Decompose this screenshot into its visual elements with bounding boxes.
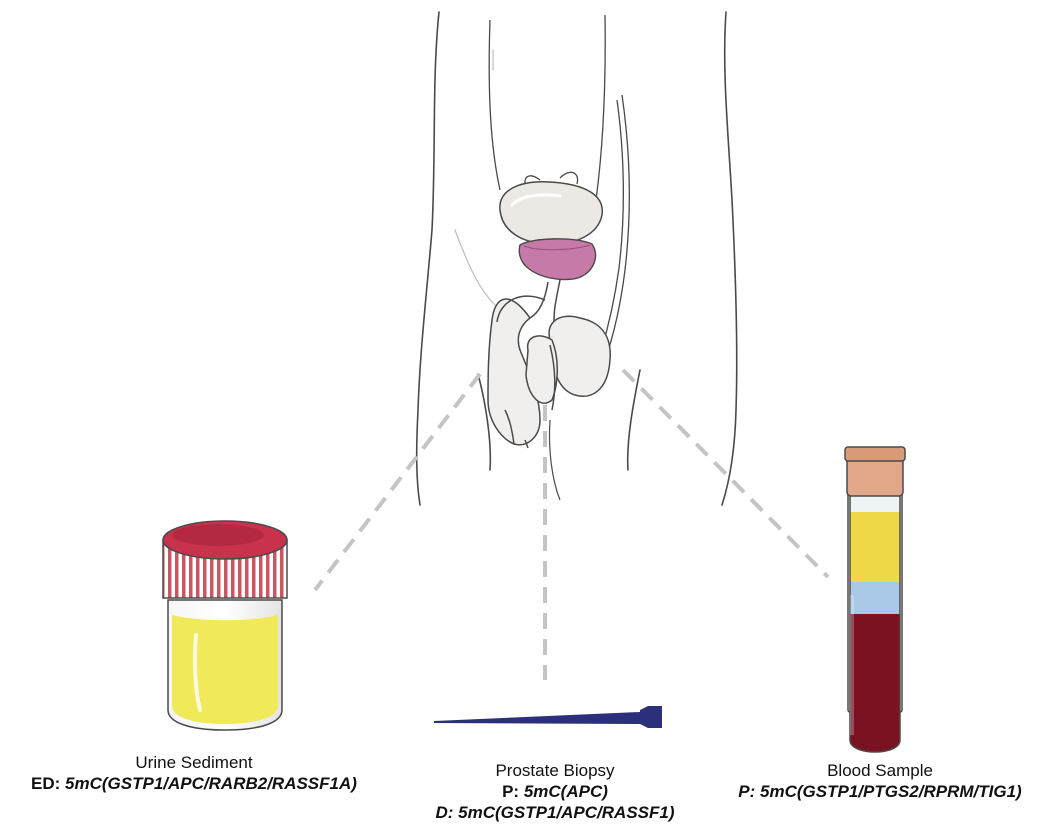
blood-cap <box>847 456 903 496</box>
inner-thigh-right <box>628 370 640 470</box>
blood-marker-value: 5mC(GSTP1/PTGS2/RPRM/TIG1) <box>760 782 1022 801</box>
urine-marker-line: ED: 5mC(GSTP1/APC/RARB2/RASSF1A) <box>0 773 388 794</box>
urine-marker-prefix: ED: <box>31 774 65 793</box>
biopsy-marker-line-1: P: 5mC(APC) <box>395 781 715 802</box>
urine-liquid <box>172 615 278 724</box>
blood-sample-caption: Blood Sample P: 5mC(GSTP1/PTGS2/RPRM/TIG… <box>720 760 1040 802</box>
blood-sample-title: Blood Sample <box>720 760 1040 781</box>
blood-rbc <box>850 614 900 752</box>
biopsy-needle <box>434 706 662 728</box>
blood-buffy <box>850 582 900 614</box>
blood-marker-line: P: 5mC(GSTP1/PTGS2/RPRM/TIG1) <box>720 781 1040 802</box>
biopsy-marker-prefix-2: D: <box>436 803 459 822</box>
urine-sample-caption: Urine Sediment ED: 5mC(GSTP1/APC/RARB2/R… <box>0 752 388 794</box>
connector-blood <box>623 370 828 577</box>
prostate-gland <box>519 239 595 280</box>
urine-sample-title: Urine Sediment <box>0 752 388 773</box>
body-right-contour <box>722 12 737 505</box>
biopsy-marker-value-2: 5mC(GSTP1/APC/RASSF1) <box>458 803 674 822</box>
urine-marker-value: 5mC(GSTP1/APC/RARB2/RASSF1A) <box>65 774 357 793</box>
biopsy-sample-caption: Prostate Biopsy P: 5mC(APC) D: 5mC(GSTP1… <box>395 760 715 823</box>
blood-plasma <box>850 512 900 582</box>
body-left-contour <box>417 12 439 505</box>
urine-container <box>163 521 287 730</box>
connector-urine <box>315 374 480 590</box>
dashed-connectors <box>315 370 828 680</box>
scrotum <box>526 316 610 410</box>
biopsy-sample-title: Prostate Biopsy <box>395 760 715 781</box>
biopsy-marker-line-2: D: 5mC(GSTP1/APC/RASSF1) <box>395 802 715 823</box>
bladder <box>500 182 602 244</box>
blood-marker-prefix: P: <box>738 782 760 801</box>
biopsy-marker-prefix-1: P: <box>502 782 524 801</box>
needle-hub <box>640 706 662 728</box>
biopsy-marker-value-1: 5mC(APC) <box>524 782 608 801</box>
blood-tube <box>845 447 905 752</box>
